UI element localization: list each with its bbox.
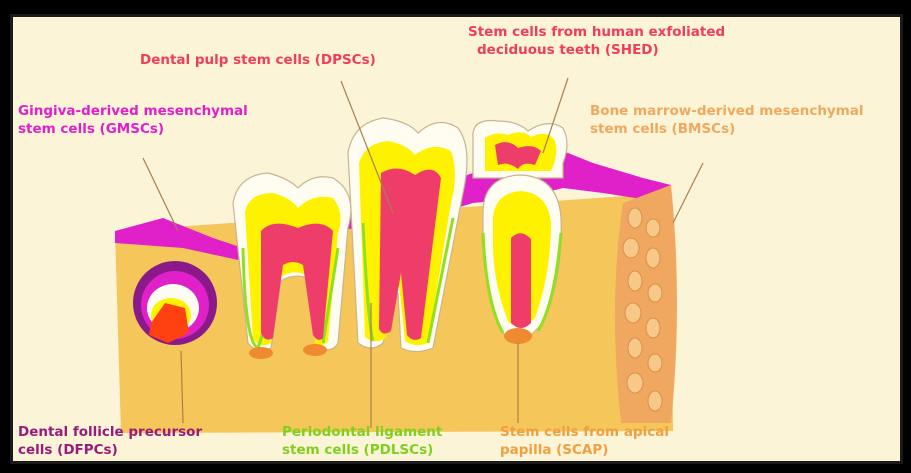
pdlsc-label-line2: stem cells (PDLSCs) — [282, 442, 433, 459]
bmsc-label-line1: Bone marrow-derived mesenchymal — [590, 103, 864, 120]
dfpc-label-line1: Dental follicle precursor — [18, 424, 202, 441]
developing-tooth-follicle — [133, 261, 217, 345]
shed-label-line1: Stem cells from human exfoliated — [468, 24, 725, 41]
diagram-frame — [10, 14, 903, 464]
dpsc-label: Dental pulp stem cells (DPSCs) — [140, 52, 376, 69]
dfpc-label-line2: cells (DFPCs) — [18, 442, 118, 459]
bmsc-label-line2: stem cells (BMSCs) — [590, 121, 735, 138]
pdlsc-label-line1: Periodontal ligament — [282, 424, 442, 441]
bone-marrow — [615, 185, 677, 423]
gmsc-label-line2: stem cells (GMSCs) — [18, 121, 164, 138]
shed-label-line2: deciduous teeth (SHED) — [477, 42, 659, 59]
tooth-anatomy-illustration — [13, 17, 900, 461]
scap-label-line2: papilla (SCAP) — [500, 442, 608, 459]
scap-label-line1: Stem cells from apical — [500, 424, 669, 441]
gmsc-label-line1: Gingiva-derived mesenchymal — [18, 103, 248, 120]
